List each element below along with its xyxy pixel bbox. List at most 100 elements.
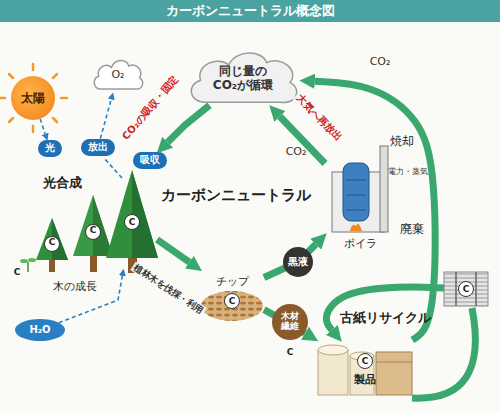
step-label: 廃棄 xyxy=(400,223,424,237)
sprout xyxy=(20,258,36,272)
carbon-mark: C xyxy=(287,347,294,357)
process-label: 光合成 xyxy=(43,176,82,191)
chip-pile-body xyxy=(201,291,263,321)
small-tree xyxy=(36,218,68,272)
tree-canopy-shade xyxy=(132,170,158,258)
bundle-string xyxy=(455,272,457,306)
cloud: O₂ xyxy=(91,56,145,94)
process-label: 古紙リサイクル xyxy=(340,311,431,326)
edge-label: 植林木を伐採・利用 xyxy=(130,262,207,317)
sun-ray xyxy=(9,74,13,78)
sun-ray xyxy=(32,126,35,132)
pill-label: 光 xyxy=(38,140,62,157)
pill-label: 放出 xyxy=(81,139,115,156)
liquor-circle: 黒液 xyxy=(283,247,313,277)
step-label: 焼却 xyxy=(390,135,414,149)
big-tree xyxy=(106,170,158,273)
carbon-badge: C xyxy=(224,293,240,309)
concept-label: カーボンニュートラル xyxy=(161,187,311,204)
boiler-band xyxy=(346,210,366,211)
sprout-leaf xyxy=(20,259,28,263)
tree-trunk xyxy=(49,258,55,272)
tree: C xyxy=(107,174,157,270)
cycle-arrow xyxy=(326,287,444,330)
node-text: 太陽 xyxy=(21,91,45,105)
paper-roll-top xyxy=(318,345,348,355)
output-label: 電力・蒸気 xyxy=(388,167,428,176)
paper-bundle: C xyxy=(444,272,488,306)
sun-ray xyxy=(32,64,35,70)
cycle-arrow xyxy=(264,310,305,334)
cardboard-box xyxy=(376,352,412,395)
carbon-badge: C xyxy=(44,236,60,252)
node-text: H₂O xyxy=(29,324,50,336)
tree-canopy xyxy=(106,170,158,258)
cycle-arrow xyxy=(168,105,210,142)
tree-trunk xyxy=(90,254,97,272)
boiler-stack xyxy=(380,146,388,232)
cloud-shape xyxy=(94,61,142,89)
chip-pile-texture xyxy=(201,291,263,321)
node-text: 黒液 xyxy=(288,256,308,268)
node-text: 木材繊維 xyxy=(281,312,299,332)
boiler: ボイラ xyxy=(325,150,395,250)
sprout-leaf xyxy=(28,258,36,262)
bundle-body xyxy=(444,272,488,306)
node-text: 同じ量のCO₂が循環 xyxy=(207,64,279,93)
tree-canopy xyxy=(36,218,68,260)
bundle-sheets xyxy=(444,272,488,306)
cycle-arrow xyxy=(157,240,189,263)
product-group: C 製品 xyxy=(315,340,415,400)
bundle-string xyxy=(475,272,477,306)
box-flap xyxy=(376,362,412,363)
boiler-flame xyxy=(350,223,362,231)
edge-label: 大気へ再放出 xyxy=(293,91,346,145)
sprout-stem xyxy=(27,262,29,272)
sun: 太陽 xyxy=(11,76,55,120)
paper-bundle xyxy=(444,272,488,306)
cycle-arrow xyxy=(264,244,316,277)
sun-ray xyxy=(53,118,57,122)
product-illustration xyxy=(318,345,412,395)
boiler-vessel xyxy=(343,163,369,221)
water-puddle: H₂O xyxy=(15,319,65,341)
gas-label: CO₂ xyxy=(286,146,307,159)
boiler-band xyxy=(346,180,366,181)
node-text: O₂ xyxy=(111,68,124,81)
carbon-mark: C xyxy=(14,267,21,277)
gas-label: CO₂ xyxy=(370,56,391,69)
paper-roll xyxy=(318,350,348,395)
sun-ray xyxy=(0,97,5,100)
node-text: チップ xyxy=(216,275,249,288)
tree-canopy xyxy=(73,195,113,256)
chip-pile: チップ C xyxy=(200,263,264,321)
sun-ray xyxy=(61,97,67,100)
cloud: 同じ量のCO₂が循環 xyxy=(184,45,302,111)
sun-ray xyxy=(9,118,13,122)
carbon-badge: C xyxy=(458,281,474,297)
sun-ray xyxy=(53,74,57,78)
boiler-plant xyxy=(332,146,388,232)
boiler-band xyxy=(346,195,366,196)
node-text: 放出 xyxy=(88,141,108,153)
edge-label: CO₂の吸収・固定 xyxy=(119,72,182,144)
node-text: 光 xyxy=(45,142,55,154)
carbon-badge: C xyxy=(124,214,140,230)
node-text: ボイラ xyxy=(344,237,377,250)
chip-pile xyxy=(201,291,263,321)
oxygen-dash xyxy=(104,158,122,178)
fiber-circle: 木材繊維 xyxy=(272,304,308,340)
medium-tree xyxy=(73,195,113,272)
pill-label: 吸収 xyxy=(133,152,167,169)
node-text: 製品 xyxy=(354,373,376,386)
process-label: 木の成長 xyxy=(53,281,97,294)
carbon-badge: C xyxy=(357,353,373,369)
node-text: 吸収 xyxy=(140,154,160,166)
dashed-arrow xyxy=(100,99,111,138)
cloud-shape xyxy=(191,53,297,102)
title-bar: カーボンニュートラル概念図 xyxy=(0,0,500,22)
carbon-badge: C xyxy=(85,224,101,240)
